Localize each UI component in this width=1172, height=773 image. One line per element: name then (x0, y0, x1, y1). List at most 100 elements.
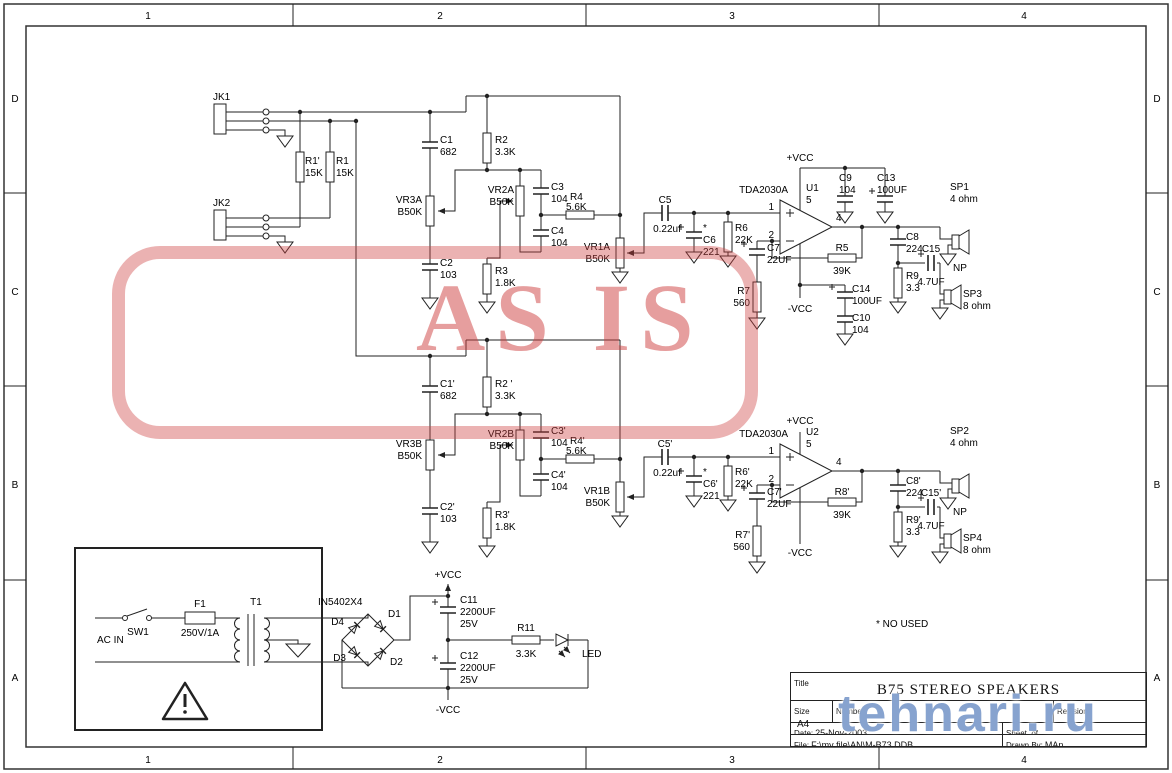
label-1: 1 (768, 202, 774, 213)
ground-symbol (719, 499, 737, 512)
label-d3: D3 (333, 653, 346, 664)
junction-dot (691, 454, 697, 460)
component-c8p (889, 484, 907, 492)
label-r1: R1' (305, 156, 320, 167)
zone-col-marker: 3 (729, 755, 735, 766)
label-4-7uf: 4.7UF (917, 521, 944, 532)
component-c10 (836, 315, 854, 323)
label-224: 224 (906, 488, 923, 499)
label-vcc: -VCC (436, 705, 460, 716)
component-c3 (532, 187, 550, 195)
component-c6 (677, 223, 703, 239)
label-c6: C6' (703, 479, 718, 490)
junction-dot (895, 224, 901, 230)
label-104: 104 (551, 238, 568, 249)
label-d1: D1 (388, 609, 401, 620)
label-b50k: B50K (398, 207, 423, 218)
label-682: 682 (440, 147, 457, 158)
label-103: 103 (440, 514, 457, 525)
component-c11 (431, 598, 457, 614)
ground-symbol (748, 561, 766, 574)
label-r6: R6' (735, 467, 750, 478)
ground-symbol (611, 271, 629, 284)
label-r2: R2 ' (495, 379, 513, 390)
zone-col-marker: 1 (145, 755, 151, 766)
ground-symbol (876, 211, 894, 224)
component-sp1 (951, 229, 970, 255)
power-switch-sw1 (122, 608, 152, 621)
zone-col-marker: 4 (1021, 755, 1027, 766)
component-vr2a (515, 185, 525, 217)
component-r6p (723, 465, 733, 497)
title-block-row-file: File:F:\my file\AN\M-B73.DDB Drawn By:MA… (791, 735, 1146, 746)
label-r5: R5 (836, 243, 849, 254)
label-r4: R4 (570, 192, 583, 203)
label-1: 1 (768, 446, 774, 457)
junction-dot (484, 411, 490, 417)
label-jk1: JK1 (213, 92, 231, 103)
label-22uf: 22UF (767, 255, 791, 266)
junction-dot (859, 468, 865, 474)
power-section-box (74, 547, 323, 731)
label-r7: R7 (737, 286, 750, 297)
label-4-ohm: 4 ohm (950, 194, 978, 205)
label-682: 682 (440, 391, 457, 402)
date-value: 25-Nov-2003 (815, 728, 868, 734)
label-8-ohm: 8 ohm (963, 545, 991, 556)
label-2: 2 (768, 474, 774, 485)
label-3-3k: 3.3K (516, 649, 537, 660)
label-c13: C13 (877, 173, 896, 184)
label-d2: D2 (390, 657, 403, 668)
label-0-22uf: 0.22uf (653, 224, 681, 235)
label-r9: R9' (906, 515, 921, 526)
component-r7p (752, 525, 762, 557)
zone-row-marker: D (1153, 94, 1160, 105)
component-r1p (295, 151, 305, 183)
label-22k: 22K (735, 479, 753, 490)
label-c7: C7' (767, 487, 782, 498)
zone-col-marker: 4 (1021, 11, 1027, 22)
label-in5402x4: IN5402X4 (318, 597, 363, 608)
junction-dots-layer (297, 93, 901, 691)
date-label: Date: (794, 729, 814, 734)
label-sw1: SW1 (127, 627, 149, 638)
junction-dot (769, 482, 775, 488)
label-100uf: 100UF (852, 296, 882, 307)
component-r1 (325, 151, 335, 183)
label-vcc: +VCC (787, 153, 814, 164)
title-block: Title B75 STEREO SPEAKERS Size A4 Number… (790, 672, 1147, 747)
component-c12 (431, 654, 457, 670)
ground-symbol (421, 297, 439, 310)
junction-dot (484, 167, 490, 173)
fuse-f1 (184, 611, 216, 625)
junction-dot (895, 260, 901, 266)
ground-symbol (685, 495, 703, 508)
component-u1 (779, 199, 833, 255)
ground-symbol (611, 515, 629, 528)
junction-dot (895, 504, 901, 510)
label-22uf: 22UF (767, 499, 791, 510)
label-4-ohm: 4 ohm (950, 438, 978, 449)
label-104: 104 (551, 438, 568, 449)
label-5-6k: 5.6K (566, 446, 587, 457)
label-tda2030a: TDA2030A (739, 185, 788, 196)
ground-symbol (421, 541, 439, 554)
label-25v: 25V (460, 619, 478, 630)
label-: * (703, 467, 707, 478)
label-22k: 22K (735, 235, 753, 246)
label-2: 2 (768, 230, 774, 241)
label-2200uf: 2200UF (460, 663, 496, 674)
label-f1: F1 (194, 599, 206, 610)
file-label: File: (794, 741, 810, 746)
label-np: NP (953, 263, 967, 274)
bridge-rectifier (341, 613, 395, 667)
component-vr3b (425, 439, 435, 471)
label-sp1: SP1 (950, 182, 969, 193)
junction-dot (427, 353, 433, 359)
component-r9 (893, 267, 903, 299)
label-c10: C10 (852, 313, 871, 324)
label-15k: 15K (305, 168, 323, 179)
size-cell: Size A4 (791, 701, 833, 730)
label-vcc: -VCC (788, 548, 812, 559)
